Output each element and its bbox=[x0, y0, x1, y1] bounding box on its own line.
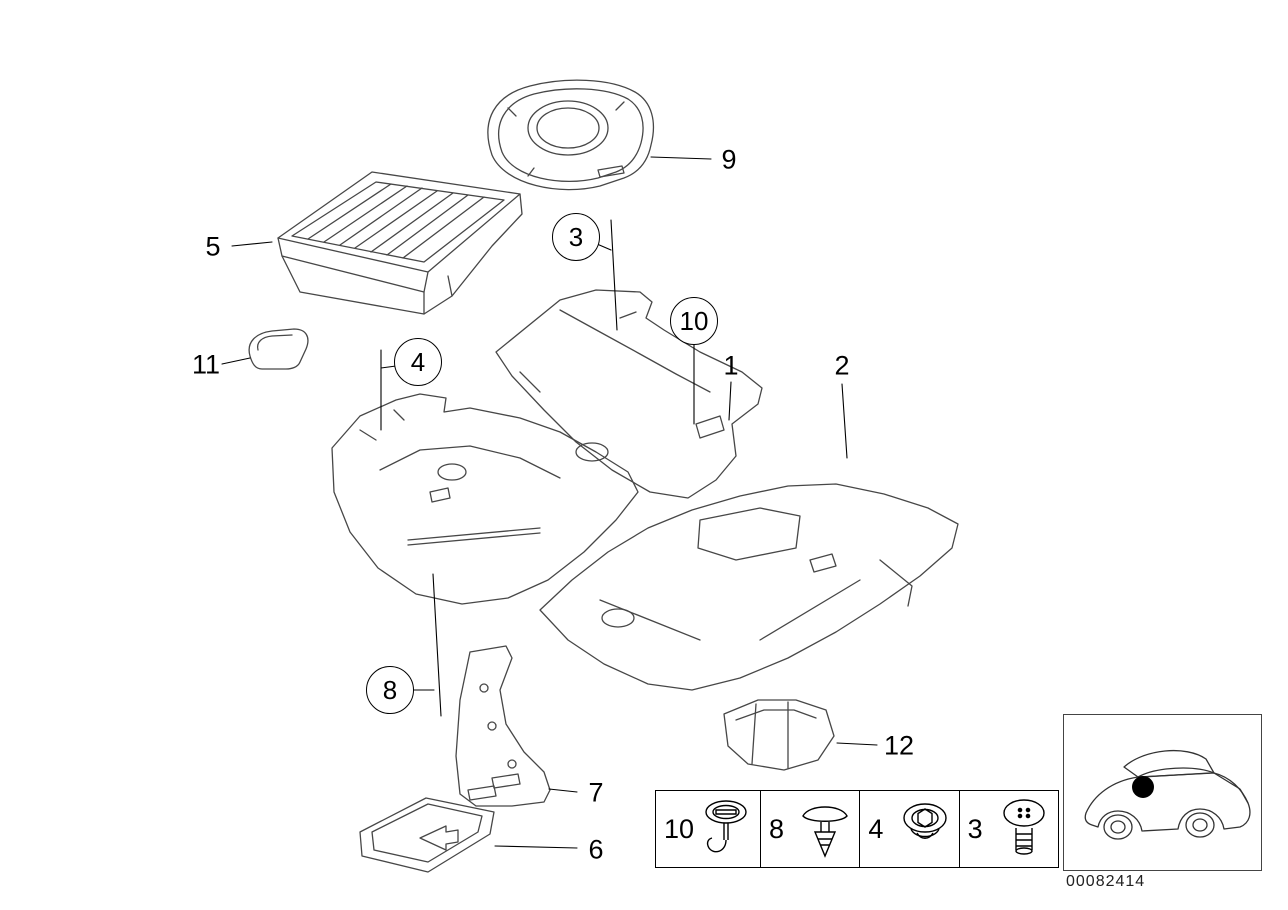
legend-label-10: 10 bbox=[664, 813, 695, 844]
car-location-thumbnail bbox=[1063, 714, 1262, 871]
legend-label-3: 3 bbox=[967, 813, 983, 844]
car-outline bbox=[1084, 749, 1251, 840]
part-12-trim bbox=[723, 699, 835, 771]
legend-item-10[interactable]: 10 bbox=[656, 791, 762, 867]
callout-4[interactable]: 4 bbox=[394, 338, 442, 386]
legend-item-8[interactable]: 8 bbox=[761, 791, 861, 867]
fastener-legend: 10 8 bbox=[655, 790, 1059, 868]
callout-7[interactable]: 7 bbox=[588, 777, 604, 808]
callout-8[interactable]: 8 bbox=[366, 666, 414, 714]
part-2-rear-carpet bbox=[539, 483, 959, 691]
callout-12[interactable]: 12 bbox=[883, 730, 915, 761]
plastic-nut-icon bbox=[897, 796, 953, 862]
part-5-storage-tray bbox=[277, 171, 523, 315]
callout-6[interactable]: 6 bbox=[588, 834, 604, 865]
push-button-plug-icon bbox=[996, 796, 1052, 862]
floor-location-dot bbox=[1132, 776, 1154, 798]
part-front-carpet-right bbox=[495, 289, 763, 499]
doc-number: 00082414 bbox=[1066, 873, 1146, 890]
legend-label-8: 8 bbox=[769, 813, 785, 844]
part-9-insulation-cover bbox=[487, 79, 655, 191]
leader-lines bbox=[221, 156, 878, 849]
expanding-rivet-icon bbox=[797, 796, 853, 862]
part-11-cap bbox=[248, 328, 309, 370]
legend-label-4: 4 bbox=[868, 813, 884, 844]
legend-item-4[interactable]: 4 bbox=[860, 791, 960, 867]
part-4-front-carpet-left bbox=[331, 393, 639, 605]
callout-10[interactable]: 10 bbox=[670, 297, 718, 345]
slotted-twist-fastener-icon bbox=[698, 796, 754, 862]
callout-9[interactable]: 9 bbox=[721, 144, 737, 175]
callout-1[interactable]: 1 bbox=[723, 350, 739, 381]
callout-5[interactable]: 5 bbox=[205, 231, 221, 262]
part-7-bracket bbox=[455, 645, 551, 807]
part-6-tray bbox=[359, 797, 495, 873]
callout-11[interactable]: 11 bbox=[191, 349, 221, 380]
callout-3[interactable]: 3 bbox=[552, 213, 600, 261]
legend-item-3[interactable]: 3 bbox=[960, 791, 1058, 867]
callout-2[interactable]: 2 bbox=[834, 350, 850, 381]
